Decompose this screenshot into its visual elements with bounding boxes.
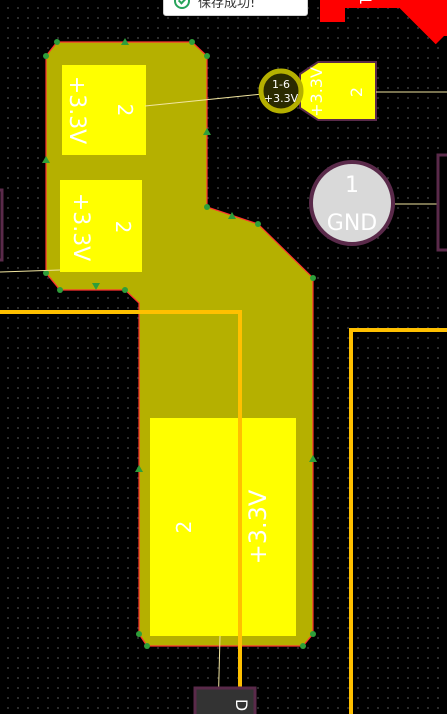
pad-1[interactable] bbox=[62, 65, 146, 155]
gnd-pad-net-label: GND bbox=[327, 211, 377, 236]
pad-2-number: 2 bbox=[111, 221, 135, 234]
left-edge-pad bbox=[0, 188, 4, 262]
bottom-pad[interactable] bbox=[193, 686, 257, 714]
track-right[interactable] bbox=[349, 328, 447, 714]
pad-4-number: 2 bbox=[347, 87, 366, 97]
toast-message: 保存成功! bbox=[198, 0, 256, 11]
via-1-6[interactable] bbox=[258, 68, 304, 114]
gnd-pad-number: 1 bbox=[345, 173, 359, 198]
pad-4-net-label: +3.3V bbox=[307, 67, 326, 117]
top-right-pad-number: 1 bbox=[356, 0, 375, 5]
pad-4[interactable] bbox=[299, 61, 377, 121]
pad-1-number: 2 bbox=[113, 104, 137, 117]
right-edge-pad bbox=[436, 153, 447, 252]
pad-1-net-label: +3.3V bbox=[64, 76, 89, 144]
pad-3-net-label: +3.3V bbox=[244, 489, 272, 564]
track-left[interactable] bbox=[0, 310, 242, 714]
pour-vertex-markers bbox=[43, 39, 316, 649]
pad-3[interactable] bbox=[150, 418, 296, 636]
via-label-top: 1-6 bbox=[272, 78, 290, 91]
save-success-toast: 保存成功! bbox=[163, 0, 308, 16]
check-circle-icon bbox=[174, 0, 190, 9]
bottom-pad-label: D bbox=[232, 699, 251, 711]
pad-3-number: 2 bbox=[172, 521, 196, 534]
gnd-pad[interactable] bbox=[309, 160, 395, 246]
via-label-bottom: +3.3V bbox=[264, 92, 299, 105]
red-copper-track bbox=[395, 0, 445, 45]
pad-2[interactable] bbox=[60, 180, 142, 272]
pad-2-net-label: +3.3V bbox=[68, 193, 93, 261]
pad-markers bbox=[42, 38, 317, 472]
